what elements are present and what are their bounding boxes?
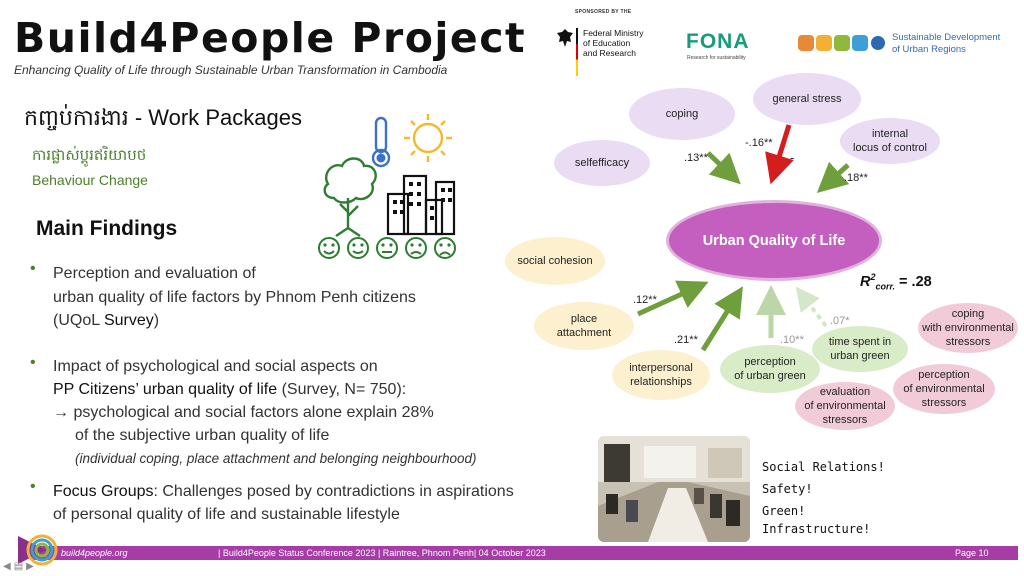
sun-icon [404,114,452,162]
slide-menu-icon[interactable]: ▤ [13,561,27,572]
mood-faces-icon [318,237,456,259]
arrow-coping [706,151,741,185]
page-subtitle: Enhancing Quality of Life through Sustai… [14,63,448,77]
arrow-general-stress [765,124,794,185]
khmer-subheading: ការផ្លាស់ប្តូរឥរិយាបថ [32,147,147,164]
thermometer-icon [371,116,391,168]
bubble-coping: coping [629,88,735,140]
coef-perception-green: .10** [780,334,804,346]
focus-infrastructure: Infrastructure! [762,522,871,536]
bullet-marker: • [30,478,36,495]
build4people-logo-icon [18,534,58,566]
buildings-icon [386,174,456,236]
main-findings-heading: Main Findings [36,217,178,240]
bubble-general-stress: general stress [753,73,861,125]
arrow-time-green [795,286,828,328]
finding-3: Focus Groups: Challenges posed by contra… [53,483,514,523]
fona-subtitle: Research for sustainability [687,55,746,61]
sure-text: Sustainable Development of Urban Regions [892,32,1001,55]
german-flag-stripe [576,28,578,76]
work-packages-title: កញ្ចប់ការងារ - Work Packages [24,105,302,130]
bullet-marker: • [30,260,36,277]
footer-site-link[interactable]: build4people.org [61,548,128,558]
focus-social-relations: Social Relations! [762,460,885,474]
page-number: Page 10 [955,548,989,558]
coef-time-green: .07* [830,315,850,327]
coef-stress-minus: - [790,150,795,165]
footer-bar [30,546,1018,560]
coef-coping: .13** [684,152,708,164]
bubble-social-cohesion: social cohesion [505,237,605,285]
bmbf-logo: Federal Ministry of Education and Resear… [556,28,646,76]
slide-nav-controls[interactable]: ◀▤▶ [3,561,37,572]
finding-2: Impact of psychological and social aspec… [53,358,477,466]
focus-group-photo [598,436,750,542]
arrow-place-attachment [636,280,709,317]
focus-green: Green! [762,504,806,518]
eagle-icon [557,29,573,47]
bullet-marker: • [30,354,36,371]
bmbf-text: Federal Ministry of Education and Resear… [583,28,644,58]
arrow-interpersonal [700,286,743,352]
fona-logo: FONA [686,30,750,53]
coef-internal-locus: .18** [844,172,868,184]
tree-icon [323,157,377,237]
bubble-urban-quality-of-life: Urban Quality of Life [669,203,879,278]
behaviour-change-label: Behaviour Change [32,172,148,188]
next-slide-icon[interactable]: ▶ [26,561,37,572]
coef-general-stress: -.16** [745,137,773,149]
page-title: Build4People Project [14,14,527,62]
focus-safety: Safety! [762,482,813,496]
urban-wellbeing-illustration [318,114,456,259]
coef-interpersonal: .21** [674,334,698,346]
prev-slide-icon[interactable]: ◀ [3,561,14,572]
arrow-internal-locus [816,161,850,194]
footer-event-info: | Build4People Status Conference 2023 | … [218,548,546,558]
r-squared-label: R2corr. = .28 [860,272,932,292]
bubble-selfefficacy: selfefficacy [554,140,650,186]
coef-place-attachment: .12** [633,294,657,306]
finding-1: Perception and evaluation of [53,265,256,282]
sponsor-caption: SPONSORED BY THE [575,9,632,15]
sure-logo-icon [798,35,885,51]
finding-1-cont: urban quality of life factors by Phnom P… [53,289,416,329]
